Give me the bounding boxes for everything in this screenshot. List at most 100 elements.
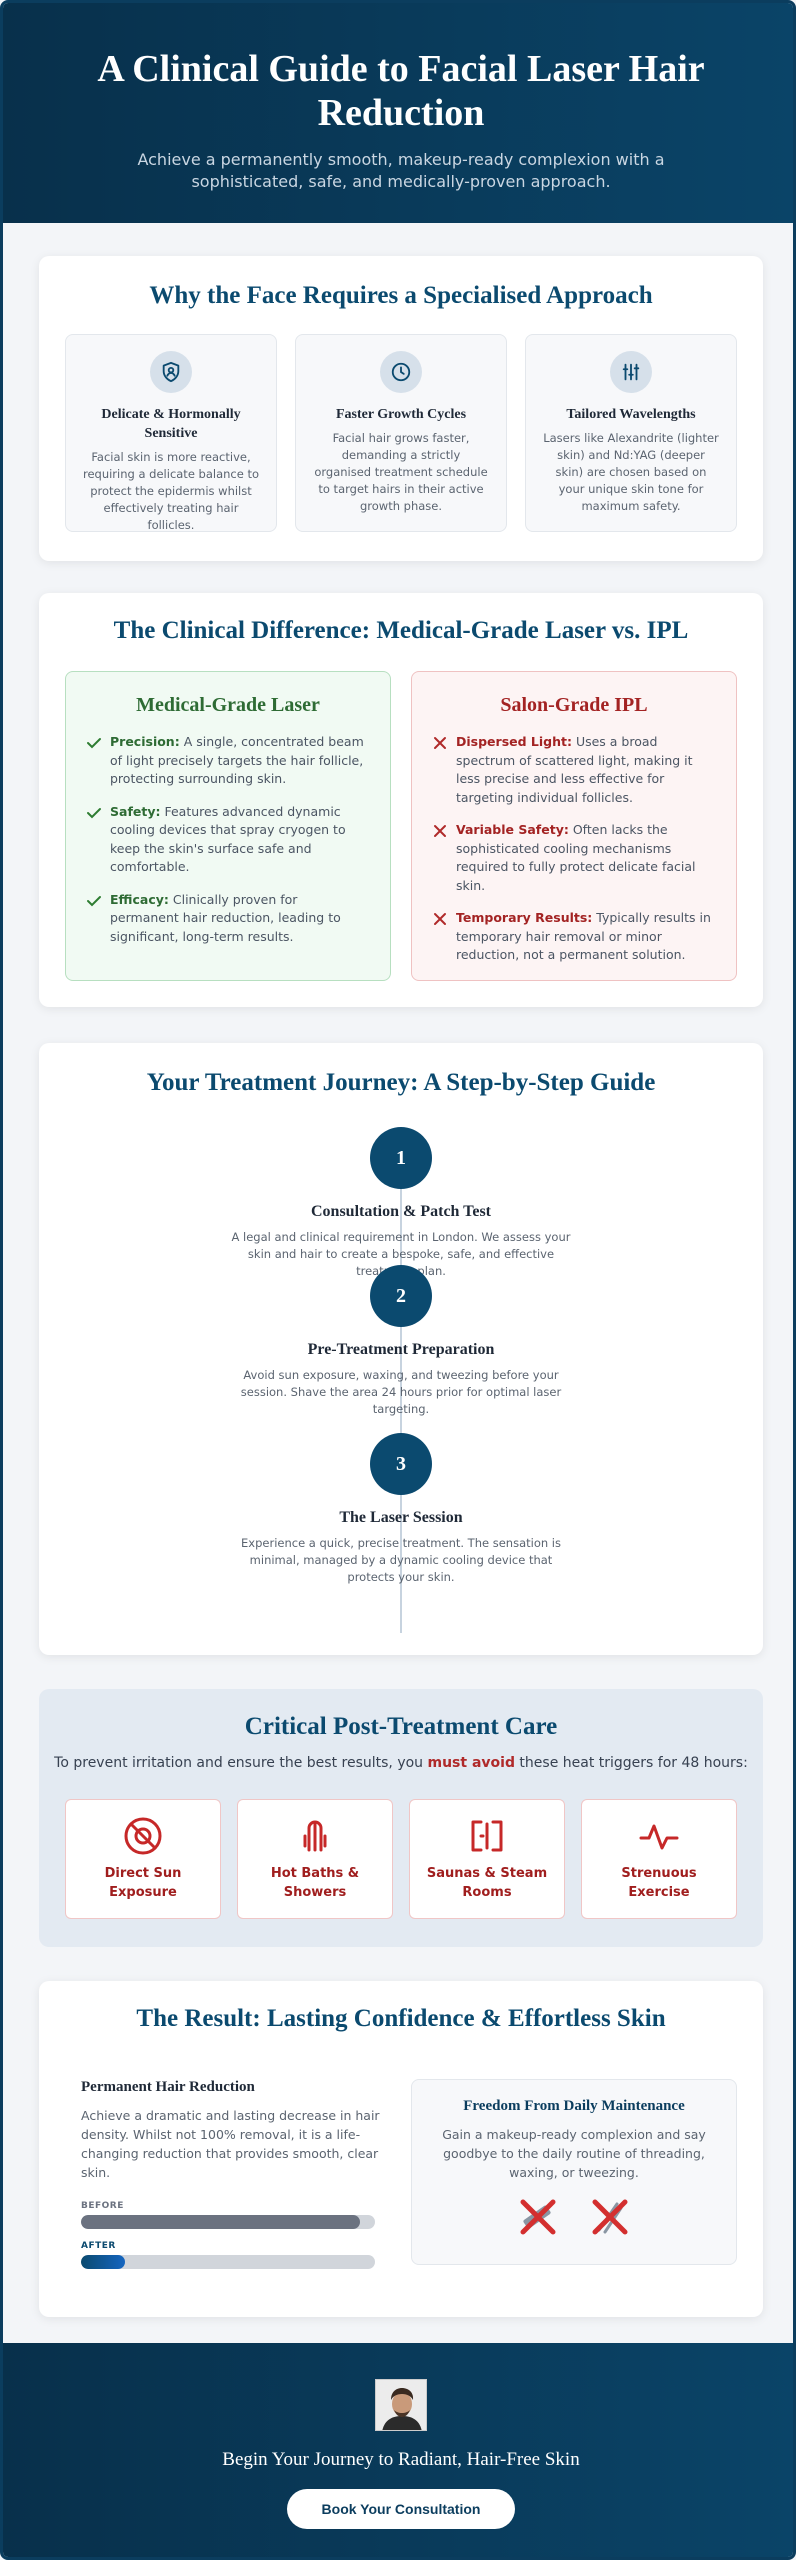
portrait-icon [376, 2380, 426, 2430]
before-bar [81, 2215, 375, 2229]
footer-title: Begin Your Journey to Radiant, Hair-Free… [222, 2449, 580, 2470]
result-right-title: Freedom From Daily Maintenance [463, 2098, 685, 2114]
footer-cta: Begin Your Journey to Radiant, Hair-Free… [3, 2343, 793, 2557]
item-label: Safety: [110, 803, 161, 819]
step-title: Consultation & Patch Test [310, 1203, 492, 1220]
comparison-section: The Clinical Difference: Medical-Grade L… [39, 593, 763, 1007]
feature-title: Faster Growth Cycles [335, 407, 467, 422]
no-tweezers-icon [592, 2199, 628, 2235]
sliders-icon [610, 351, 652, 393]
no-razor-icon [520, 2199, 556, 2235]
feature-text: Lasers like Alexandrite (lighter skin) a… [543, 431, 719, 513]
step-number: 3 [370, 1433, 432, 1495]
ipl-panel: Salon-Grade IPL Dispersed Light: Uses a … [411, 671, 737, 981]
step-text: Avoid sun exposure, waxing, and tweezing… [240, 1368, 562, 1416]
care-intro: To prevent irritation and ensure the bes… [39, 1755, 763, 1771]
feature-text: Facial skin is more reactive, requiring … [82, 450, 260, 532]
laser-item: Safety: Features advanced dynamic coolin… [86, 803, 370, 877]
after-bar-fill [81, 2255, 126, 2269]
cross-icon [434, 825, 446, 837]
ipl-item: Temporary Results: Typically results in … [432, 909, 716, 965]
feature-card-wavelengths: Tailored Wavelengths Lasers like Alexand… [525, 334, 737, 532]
care-intro-text: these heat triggers for 48 hours: [514, 1755, 748, 1771]
care-heading: Critical Post-Treatment Care [244, 1713, 558, 1740]
feature-title: Delicate & Hormonally Sensitive [101, 407, 241, 441]
step-3: 3 The Laser Session Experience a quick, … [39, 1433, 763, 1586]
trigger-sauna: Saunas & Steam Rooms [409, 1799, 565, 1919]
book-consultation-button[interactable]: Book Your Consultation [287, 2489, 515, 2529]
item-label: Efficacy: [110, 891, 169, 907]
trigger-bath: Hot Baths & Showers [237, 1799, 393, 1919]
step-1: 1 Consultation & Patch Test A legal and … [39, 1127, 763, 1280]
journey-section: Your Treatment Journey: A Step-by-Step G… [39, 1043, 763, 1655]
laser-panel: Medical-Grade Laser Precision: A single,… [65, 671, 391, 981]
check-icon [87, 895, 101, 906]
step-title: The Laser Session [339, 1509, 463, 1526]
page-subtitle: Achieve a permanently smooth, makeup-rea… [137, 150, 665, 191]
shield-icon [150, 351, 192, 393]
item-text: Typically results in temporary hair remo… [456, 910, 711, 962]
no-tools-row [412, 2194, 736, 2240]
step-number: 1 [370, 1127, 432, 1189]
feature-title: Tailored Wavelengths [566, 407, 696, 422]
care-intro-emphasis: must avoid [427, 1755, 515, 1771]
result-heading: The Result: Lasting Confidence & Effortl… [136, 2005, 666, 2032]
trigger-label: Strenuous Exercise [621, 1866, 697, 1900]
ipl-item: Variable Safety: Often lacks the sophist… [432, 821, 716, 895]
comparison-heading: The Clinical Difference: Medical-Grade L… [113, 617, 689, 644]
result-left-text: Achieve a dramatic and lasting decrease … [81, 2108, 380, 2180]
after-label: AFTER [81, 2241, 116, 2251]
item-text: Often lacks the sophisticated cooling me… [456, 822, 696, 893]
item-label: Precision: [110, 734, 180, 749]
feature-card-growth: Faster Growth Cycles Facial hair grows f… [295, 334, 507, 532]
hero-banner: A Clinical Guide to Facial Laser Hair Re… [3, 3, 793, 223]
item-text: Uses a broad spectrum of scattered light… [456, 734, 693, 805]
item-text: A single, concentrated beam of light pre… [110, 734, 364, 786]
laser-item: Precision: A single, concentrated beam o… [86, 733, 370, 789]
care-intro-text: To prevent irritation and ensure the bes… [54, 1755, 428, 1771]
before-label: BEFORE [81, 2201, 124, 2211]
step-number: 2 [370, 1265, 432, 1327]
trigger-label: Hot Baths & Showers [270, 1866, 360, 1900]
bath-icon [303, 1820, 327, 1852]
before-bar-fill [81, 2215, 361, 2229]
feature-text: Facial hair grows faster, demanding a st… [314, 431, 488, 513]
result-left-title: Permanent Hair Reduction [81, 2079, 255, 2095]
pulse-icon [639, 1824, 679, 1850]
trigger-exercise: Strenuous Exercise [581, 1799, 737, 1919]
result-section: The Result: Lasting Confidence & Effortl… [39, 1981, 763, 2317]
ipl-title: Salon-Grade IPL [500, 694, 648, 716]
post-care-section: Critical Post-Treatment Care To prevent … [39, 1689, 763, 1947]
clock-icon [380, 351, 422, 393]
why-section: Why the Face Requires a Specialised Appr… [39, 256, 763, 561]
trigger-label: Saunas & Steam Rooms [426, 1866, 548, 1900]
step-text: Experience a quick, precise treatment. T… [241, 1536, 561, 1584]
item-text: Features advanced dynamic cooling device… [110, 803, 346, 875]
after-bar [81, 2255, 375, 2269]
journey-heading: Your Treatment Journey: A Step-by-Step G… [146, 1069, 656, 1096]
check-icon [87, 738, 101, 749]
page-title: A Clinical Guide to Facial Laser Hair Re… [97, 48, 705, 134]
item-text: Clinically proven for permanent hair red… [110, 891, 341, 944]
sauna-icon [471, 1820, 503, 1852]
feature-card-delicate: Delicate & Hormonally Sensitive Facial s… [65, 334, 277, 532]
no-sun-icon [124, 1817, 162, 1855]
cross-icon [434, 737, 446, 749]
cross-icon [434, 913, 446, 925]
check-icon [87, 807, 101, 818]
item-label: Variable Safety: [456, 822, 569, 837]
trigger-label: Direct Sun Exposure [104, 1866, 182, 1900]
timeline-line [400, 1143, 402, 1633]
why-heading: Why the Face Requires a Specialised Appr… [149, 282, 653, 309]
result-right-text: Gain a makeup-ready complexion and say g… [442, 2127, 706, 2180]
result-right: Freedom From Daily Maintenance Gain a ma… [411, 2079, 737, 2265]
avatar [375, 2379, 427, 2431]
item-label: Temporary Results: [456, 910, 593, 925]
step-2: 2 Pre-Treatment Preparation Avoid sun ex… [39, 1265, 763, 1418]
result-left: Permanent Hair Reduction Achieve a drama… [81, 2079, 381, 2182]
step-title: Pre-Treatment Preparation [307, 1341, 495, 1358]
item-label: Dispersed Light: [456, 734, 572, 749]
trigger-sun: Direct Sun Exposure [65, 1799, 221, 1919]
ipl-item: Dispersed Light: Uses a broad spectrum o… [432, 733, 716, 807]
